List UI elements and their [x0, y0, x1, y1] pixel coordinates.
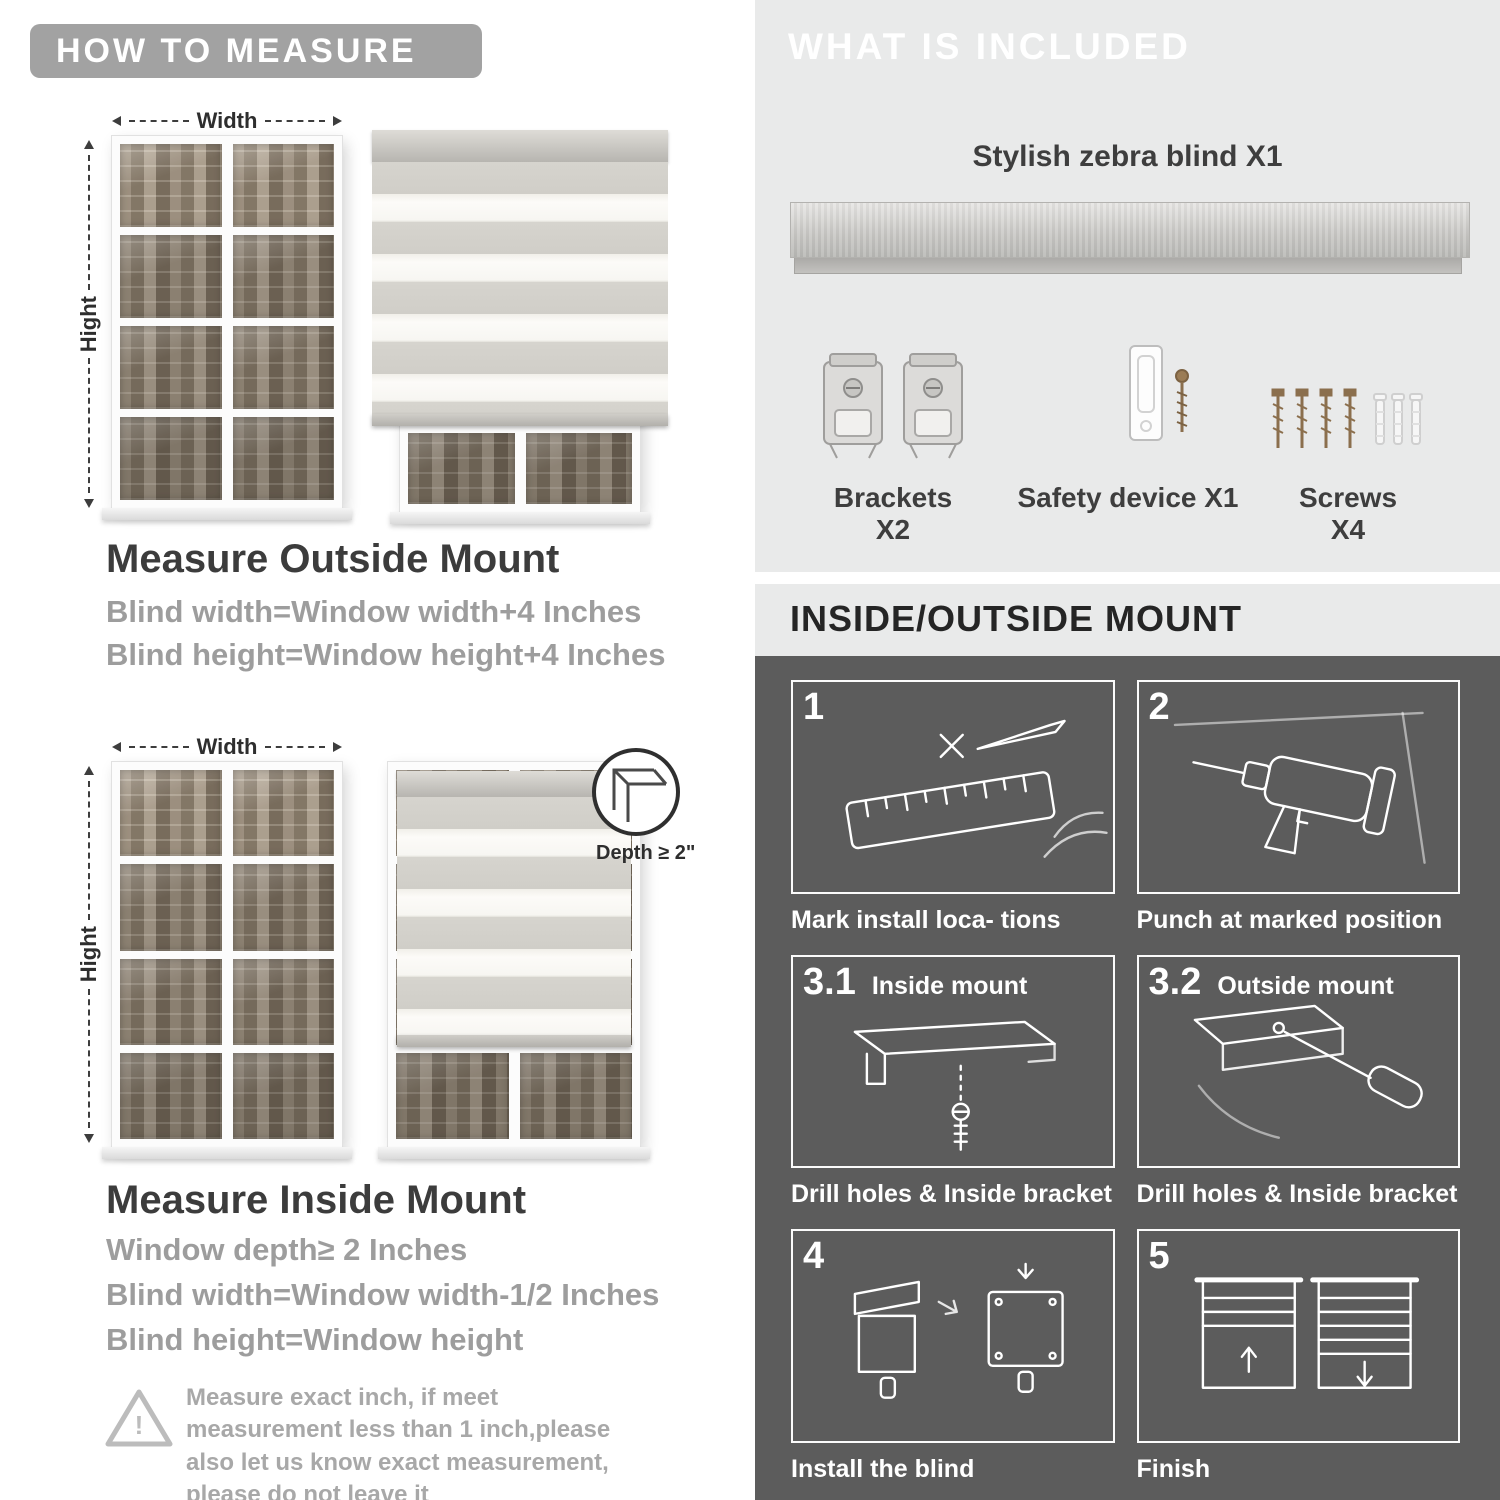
outside-mount-heading: Measure Outside Mount — [106, 537, 560, 581]
step-1-illustration — [845, 719, 1108, 858]
step-2-illustration — [1173, 711, 1426, 864]
step-2-caption: Punch at marked position — [1136, 905, 1443, 934]
step-3-1-panel: 3.1 Inside mount — [791, 954, 1115, 1169]
step-number: 3.1 — [803, 960, 856, 1003]
included-section-background — [755, 0, 1500, 572]
step-1-caption: Mark install loca- tions — [791, 905, 1061, 934]
arrow-up-icon — [84, 766, 94, 775]
step-3-1-caption: Drill holes & Inside bracket — [791, 1180, 1112, 1209]
step-4-caption: Install the blind — [791, 1455, 975, 1483]
step-3-1: 3.1 Inside mount Drill holes & In — [791, 954, 1115, 1210]
step-number: 3.2 — [1148, 960, 1202, 1003]
arrow-left-icon — [112, 116, 121, 126]
step-4-illustration — [853, 1263, 1064, 1400]
width-measure-arrow-outside: Width — [112, 108, 343, 134]
step-5-illustration — [1193, 1277, 1419, 1390]
arrow-down-icon — [84, 499, 94, 509]
step-5-panel: 5 — [1136, 1229, 1460, 1443]
mount-heading: INSIDE/OUTSIDE MOUNT — [790, 598, 1243, 639]
inside-mount-heading: Measure Inside Mount — [106, 1178, 527, 1222]
brackets-label: Brackets X2 — [833, 482, 953, 545]
brackets-icon — [823, 353, 963, 459]
arrow-right-icon — [333, 116, 343, 126]
window-photo-outside — [102, 136, 352, 520]
blind-bottom-rail — [397, 1035, 631, 1047]
safety-device-icon — [1129, 345, 1189, 441]
depth-label: Depth ≥ 2" — [596, 842, 696, 864]
step-number: 4 — [803, 1235, 825, 1278]
arrow-left-icon — [112, 742, 121, 752]
step-1-panel: 1 — [791, 680, 1115, 894]
measure-note: Measure exact inch, if meet measurement … — [186, 1384, 611, 1500]
step-number: 1 — [803, 686, 825, 728]
height-label: Hight — [76, 295, 101, 353]
step-3-2-caption: Drill holes & Inside bracket — [1136, 1180, 1458, 1209]
zebra-blind — [372, 130, 668, 426]
screws-icon — [1271, 388, 1423, 448]
outside-rule-1: Blind width=Window width+4 Inches — [106, 594, 642, 629]
height-label: Hight — [76, 926, 101, 983]
height-measure-arrow-outside: Hight — [76, 140, 102, 509]
step-3-2-panel: 3.2 Outside mount — [1136, 954, 1460, 1169]
inside-rule-1: Window depth≥ 2 Inches — [106, 1232, 468, 1267]
step-3-1-illustration — [853, 1020, 1056, 1151]
inside-rule-2: Blind width=Window width-1/2 Inches — [106, 1277, 660, 1312]
outside-rule-2: Blind height=Window height+4 Inches — [106, 637, 666, 672]
product-name: Stylish zebra blind X1 — [972, 140, 1283, 173]
width-measure-arrow-inside: Width — [112, 734, 343, 760]
what-is-included-title: WHAT IS INCLUDED — [788, 26, 1191, 67]
step-tag: Inside mount — [871, 971, 1028, 1000]
warning-icon: ! — [104, 1386, 174, 1450]
step-4-panel: 4 — [791, 1229, 1115, 1443]
step-5-caption: Finish — [1136, 1455, 1211, 1483]
window-photo-inside — [102, 762, 352, 1159]
step-3-2-illustration — [1193, 1004, 1423, 1139]
exclamation-mark: ! — [134, 1410, 144, 1440]
step-5: 5 Finish — [1136, 1229, 1460, 1484]
width-label: Width — [196, 108, 258, 133]
depth-magnifier-icon — [592, 748, 680, 836]
step-2: 2 — [1136, 680, 1460, 935]
mount-heading-strip — [755, 584, 1500, 656]
blind-bottom-rail — [372, 414, 668, 426]
step-number: 2 — [1148, 686, 1170, 728]
step-1: 1 Mark install loca- tions — [791, 680, 1115, 935]
arrow-down-icon — [84, 1134, 94, 1144]
zebra-blind-outside-illustration — [372, 130, 668, 524]
width-label: Width — [196, 734, 258, 759]
step-tag: Outside mount — [1217, 971, 1394, 1000]
step-number: 5 — [1148, 1235, 1170, 1278]
how-to-measure-title: HOW TO MEASURE — [56, 32, 417, 70]
window-panes — [120, 144, 334, 500]
steps-grid: 1 Mark install loca- tions — [791, 680, 1460, 1484]
step-3-2: 3.2 Outside mount Drill holes & Inside b… — [1136, 954, 1460, 1210]
step-4: 4 Install the blind — [791, 1229, 1115, 1484]
arrow-up-icon — [84, 140, 94, 149]
height-measure-arrow-inside: Hight — [76, 766, 102, 1144]
step-2-panel: 2 — [1136, 680, 1460, 894]
mount-steps-section: 1 Mark install loca- tions — [755, 656, 1500, 1500]
screws-label: Screws X4 — [1298, 482, 1398, 545]
inside-rule-3: Blind height=Window height — [106, 1322, 524, 1357]
blind-stripes — [397, 797, 631, 1035]
blind-stripes — [372, 162, 668, 414]
how-to-measure-banner: HOW TO MEASURE — [30, 24, 482, 78]
safety-device-label: Safety device X1 — [1017, 482, 1239, 513]
blind-cassette — [372, 130, 668, 162]
zebra-blind-headrail-illustration — [790, 202, 1470, 274]
arrow-right-icon — [333, 742, 343, 752]
